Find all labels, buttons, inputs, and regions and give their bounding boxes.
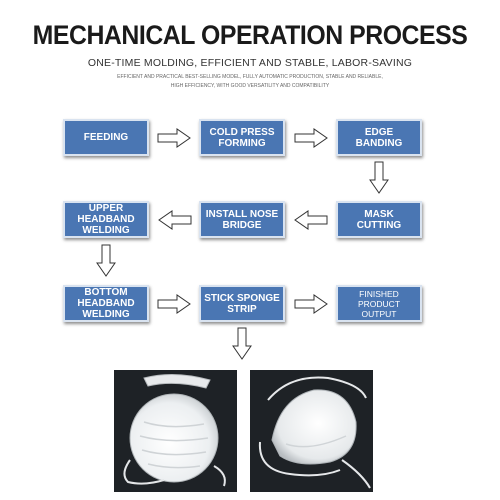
page-title: MECHANICAL OPERATION PROCESS [32,20,468,50]
arrow-right-icon [157,128,191,148]
step-finished-product-output: FINISHED PRODUCT OUTPUT [336,285,422,322]
arrow-right-icon [157,294,191,314]
arrow-down-icon [369,161,389,194]
mask-side-photo [250,370,373,492]
step-install-nose-bridge: INSTALL NOSE BRIDGE [199,201,285,238]
step-bottom-headband-welding: BOTTOM HEADBAND WELDING [63,285,149,322]
step-cold-press-forming: COLD PRESS FORMING [199,119,285,156]
step-stick-sponge-strip: STICK SPONGE STRIP [199,285,285,322]
mask-front-photo [114,370,237,492]
step-edge-banding: EDGE BANDING [336,119,422,156]
arrow-down-icon [232,327,252,360]
step-feeding: FEEDING [63,119,149,156]
arrow-right-icon [294,128,328,148]
arrow-left-icon [158,210,192,230]
arrow-right-icon [294,294,328,314]
arrow-left-icon [294,210,328,230]
description-line-1: EFFICIENT AND PRACTICAL BEST-SELLING MOD… [117,74,383,80]
arrow-down-icon [96,244,116,277]
step-mask-cutting: MASK CUTTING [336,201,422,238]
subtitle: ONE-TIME MOLDING, EFFICIENT AND STABLE, … [87,57,413,69]
description-line-2: HIGH EFFICIENCY, WITH GOOD VERSATILITY A… [170,83,330,89]
step-upper-headband-welding: UPPER HEADBAND WELDING [63,201,149,238]
